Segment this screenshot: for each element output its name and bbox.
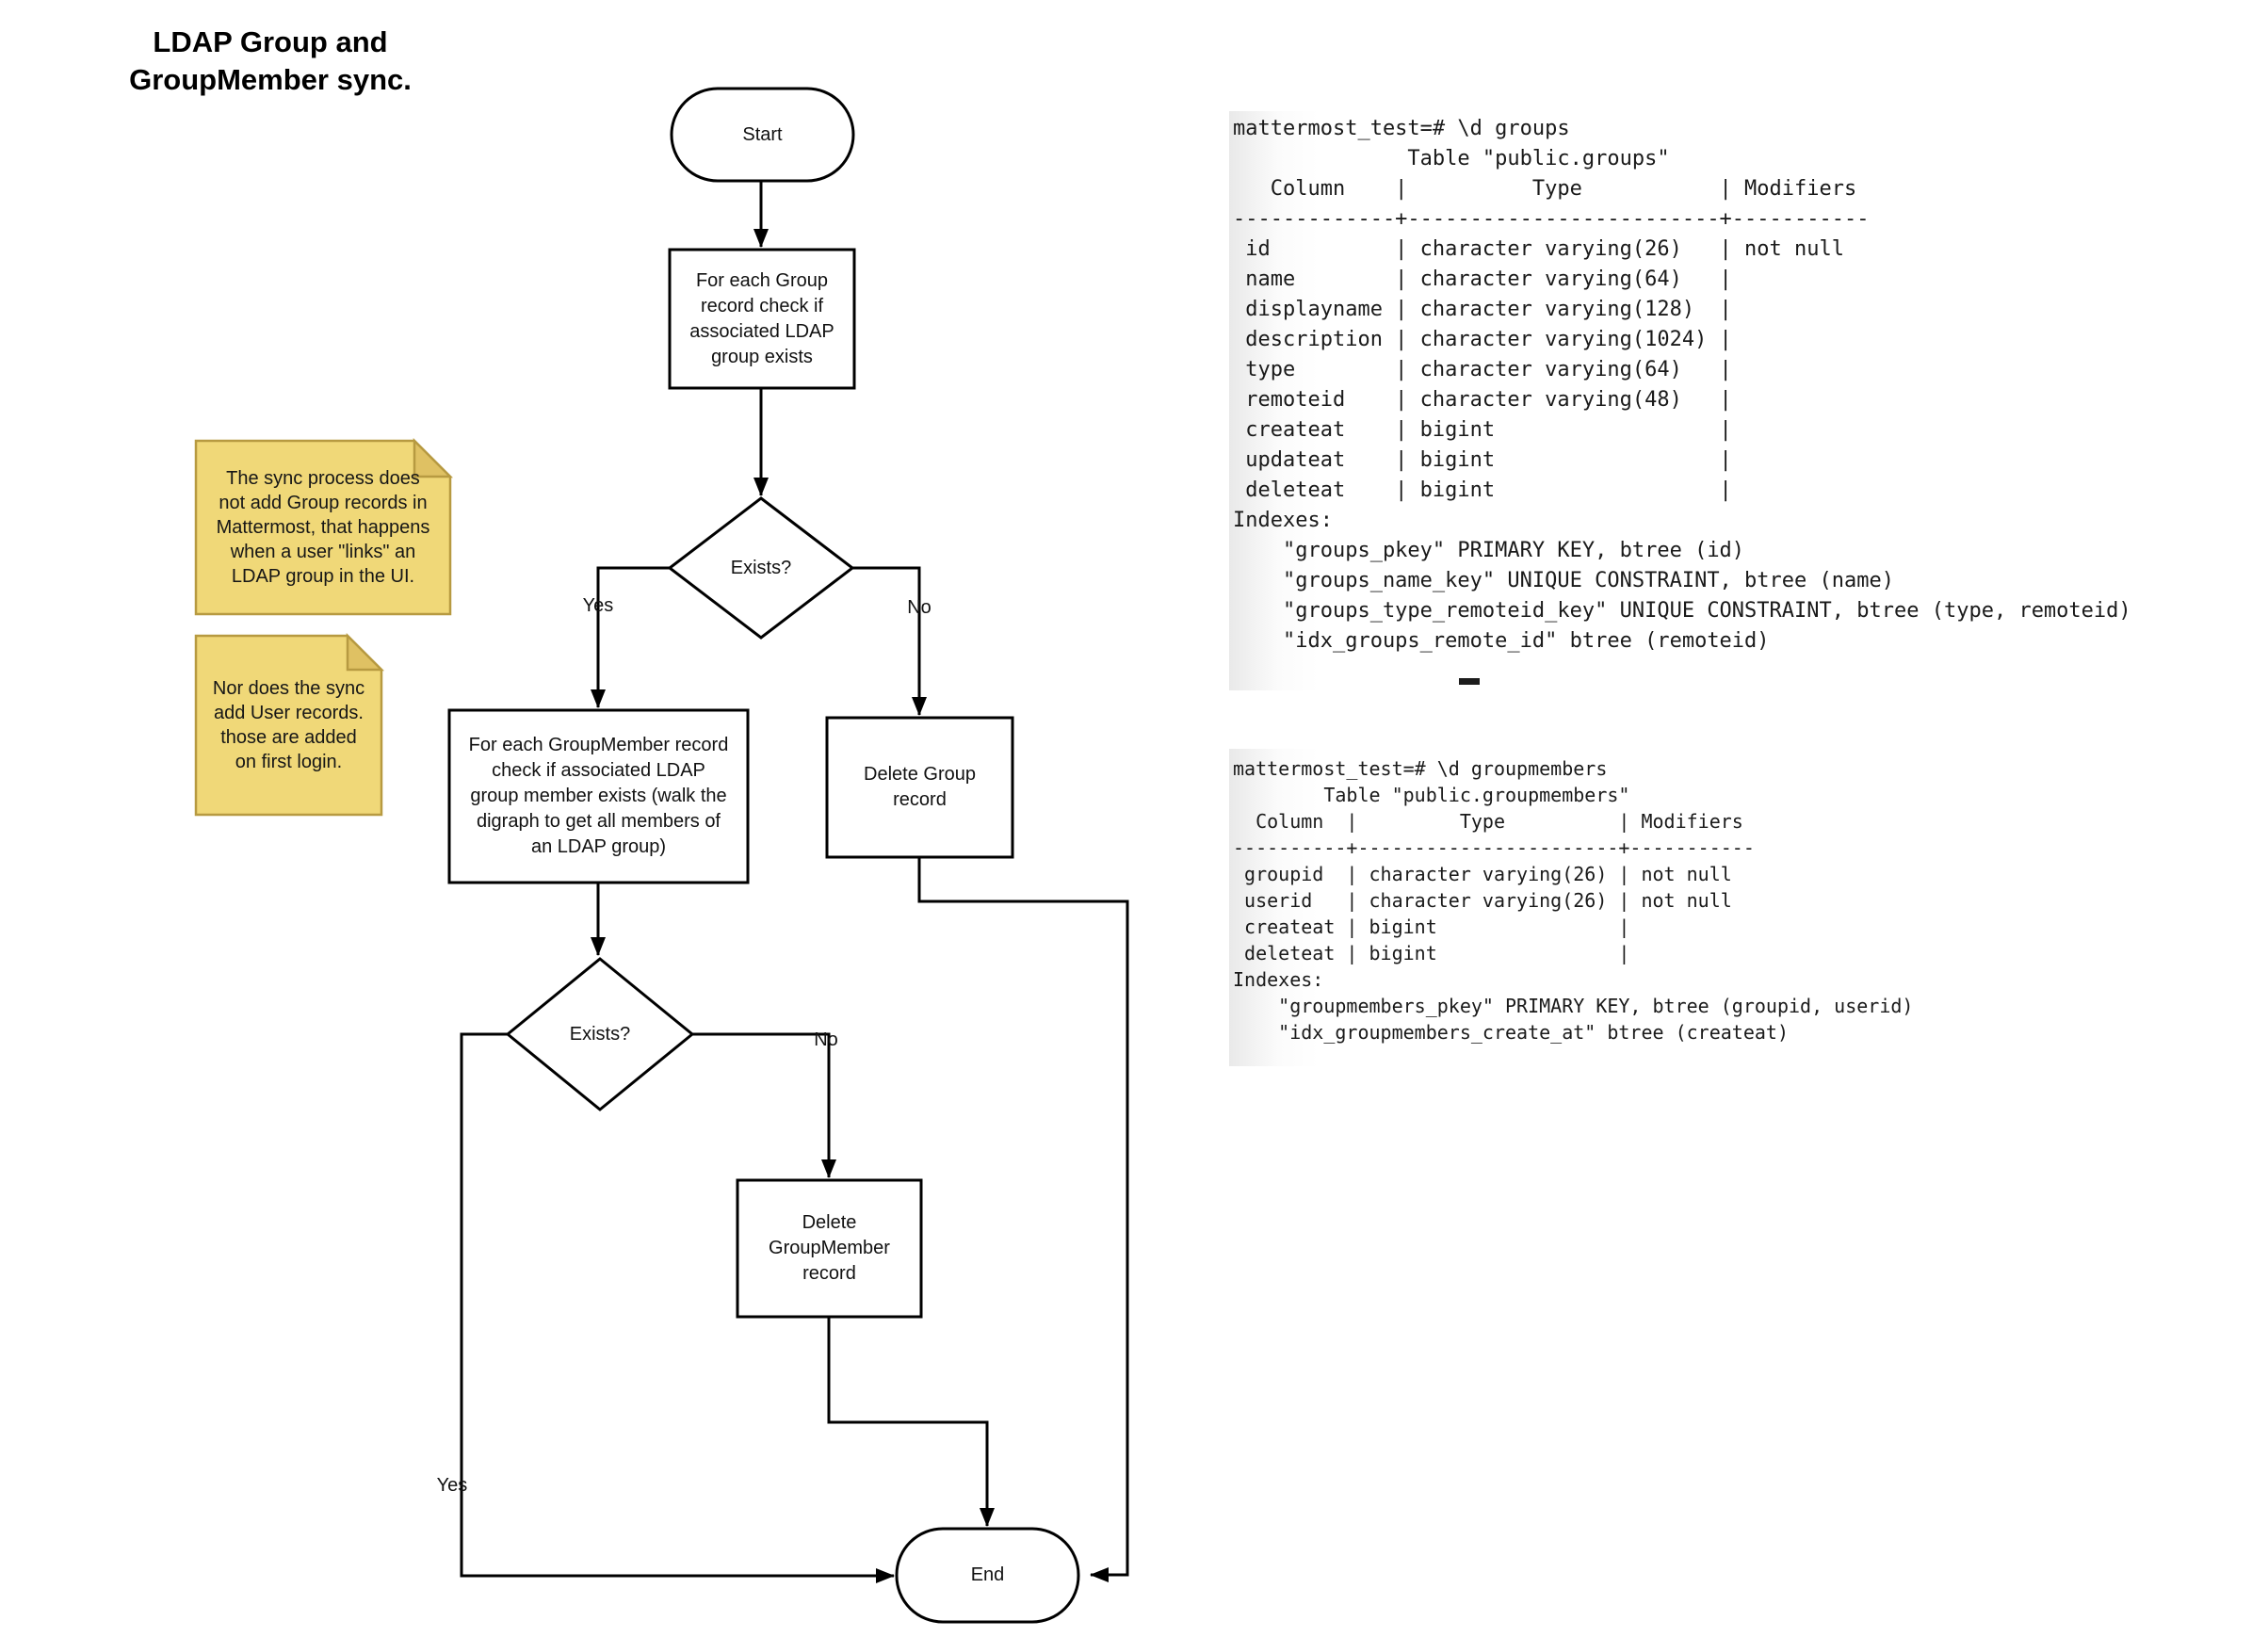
decision1-no-label: No xyxy=(907,597,932,618)
decision1-label: Exists? xyxy=(730,557,792,578)
check-group-node-shape xyxy=(668,248,856,390)
diagram-title: LDAP Group and GroupMember sync. xyxy=(129,25,412,96)
psql-groups-table-output: mattermost_test=# \d groups Table "publi… xyxy=(1229,111,2268,690)
edge-decision2-yes-to-end xyxy=(460,1032,895,1583)
sticky-note-1-shape xyxy=(194,439,452,616)
sticky-note-2-fold xyxy=(346,632,385,672)
decision2-no-label: No xyxy=(814,1029,838,1050)
edge-decision1-no xyxy=(852,566,927,716)
sticky-note-1-text: The sync process does not add Group reco… xyxy=(216,468,430,587)
decision1-diamond-shape xyxy=(667,496,855,640)
decision2-label: Exists? xyxy=(569,1023,631,1045)
sticky-note-2-shape xyxy=(194,634,383,817)
end-node-shape xyxy=(895,1527,1080,1624)
check-group-node-label: For each Group record check if associate… xyxy=(689,269,834,367)
decision2-yes-label: Yes xyxy=(436,1475,468,1496)
delete-member-node-shape xyxy=(736,1178,923,1319)
edge-delete-member-to-end xyxy=(827,1317,995,1527)
delete-group-node-label: Delete Group record xyxy=(864,764,976,810)
terminal-cursor-dash xyxy=(1459,678,1480,685)
end-node-label: End xyxy=(970,1564,1005,1585)
check-member-node-label: For each GroupMember record check if ass… xyxy=(468,735,729,857)
edge-delete-group-to-end xyxy=(917,857,1129,1582)
start-node-shape xyxy=(670,87,855,183)
decision1-yes-label: Yes xyxy=(582,595,614,616)
check-member-node-shape xyxy=(447,708,750,884)
delete-group-node-shape xyxy=(825,716,1014,859)
edge-decision2-no xyxy=(692,1032,836,1178)
delete-member-node-label: Delete GroupMember record xyxy=(769,1212,890,1284)
sticky-note-2-text: Nor does the sync add User records. thos… xyxy=(212,678,365,772)
sticky-note-1-fold xyxy=(413,437,454,478)
psql-groupmembers-table-output: mattermost_test=# \d groupmembers Table … xyxy=(1229,749,2268,1066)
edge-decision1-yes xyxy=(591,566,670,708)
decision2-diamond-shape xyxy=(505,957,695,1111)
start-node-label: Start xyxy=(742,123,783,145)
